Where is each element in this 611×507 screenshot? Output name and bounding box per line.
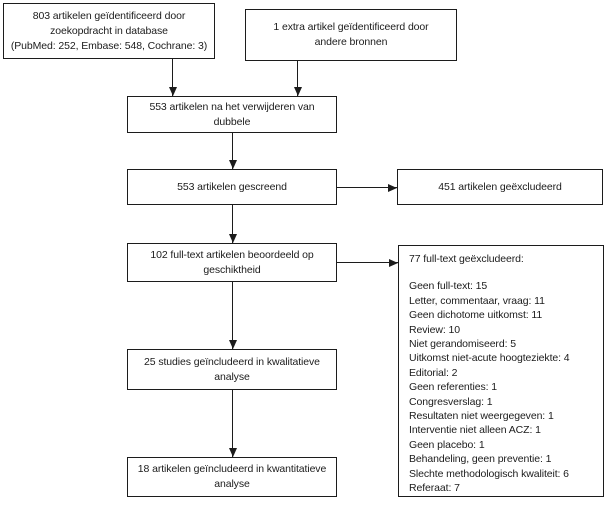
exclusion-reason: Geen full-text: 15 (409, 280, 488, 293)
box-records-identified-database: 803 artikelen geïdentificeerd door zoeko… (3, 3, 215, 59)
box-records-screened: 553 artikelen gescreend (127, 169, 337, 205)
exclusion-reason: Behandeling, geen preventie: 1 (409, 453, 552, 466)
exclusion-reason: Slechte methodologisch kwaliteit: 6 (409, 467, 569, 480)
arrow-database-to-duplicates (172, 59, 174, 96)
arrow-duplicates-to-screened (232, 133, 234, 169)
exclusion-reason: Niet gerandomiseerd: 5 (409, 338, 516, 351)
exclusion-reason: Interventie niet alleen ACZ: 1 (409, 424, 541, 437)
box-records-excluded: 451 artikelen geëxcludeerd (397, 169, 603, 205)
exclusion-reason: Congresverslag: 1 (409, 395, 493, 408)
arrow-fulltext-to-qualitative (232, 282, 234, 349)
arrow-screened-to-fulltext (232, 205, 234, 243)
exclusion-reason: Uitkomst niet-acute hoogteziekte: 4 (409, 352, 570, 365)
exclusion-reason: Editorial: 2 (409, 366, 458, 379)
box-fulltext-assessed: 102 full-text artikelen beoordeeld op ge… (127, 243, 337, 282)
arrow-screened-to-excluded (337, 187, 397, 189)
arrow-fulltext-to-excluded (337, 262, 398, 264)
box-records-identified-other-sources: 1 extra artikel geïdentificeerd door and… (245, 9, 457, 61)
exclusion-reason: Geen dichotome uitkomst: 11 (409, 309, 543, 322)
fulltext-excluded-title: 77 full-text geëxcludeerd: (409, 253, 524, 265)
exclusion-reason: Geen placebo: 1 (409, 438, 485, 451)
box-after-duplicates-removed: 553 artikelen na het verwijderen van dub… (127, 96, 337, 133)
arrow-qualitative-to-quantitative (232, 390, 234, 457)
exclusion-reason: Resultaten niet weergegeven: 1 (409, 410, 554, 423)
box-fulltext-excluded-reasons: 77 full-text geëxcludeerd: Geen full-tex… (398, 245, 604, 497)
exclusion-reason: Geen referenties: 1 (409, 381, 497, 394)
exclusion-reason: Review: 10 (409, 323, 460, 336)
exclusion-reason: Referaat: 7 (409, 482, 460, 495)
box-quantitative-included: 18 artikelen geïncludeerd in kwantitatie… (127, 457, 337, 497)
arrow-other-to-duplicates (297, 61, 299, 96)
box-qualitative-included: 25 studies geïncludeerd in kwalitatieve … (127, 349, 337, 390)
exclusion-reason: Letter, commentaar, vraag: 11 (409, 294, 545, 307)
